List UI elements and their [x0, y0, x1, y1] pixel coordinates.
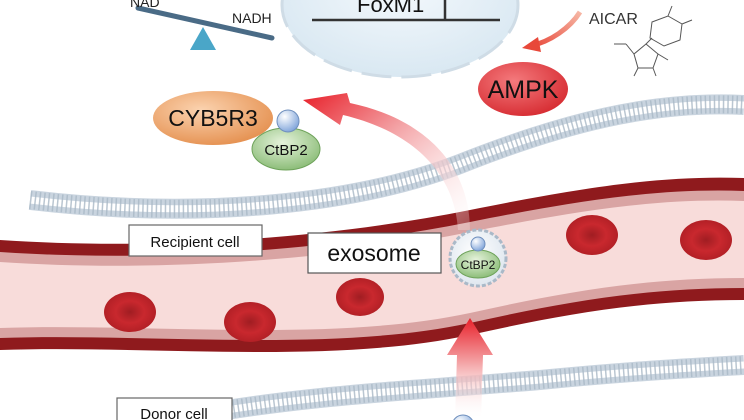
cyb5r3-label: CYB5R3 — [168, 105, 257, 131]
rbc — [336, 278, 384, 316]
cyb5r3-node — [153, 91, 273, 145]
fulcrum-icon — [190, 27, 216, 50]
aicar-label: AICAR — [589, 11, 638, 28]
ctbp2-node — [251, 109, 321, 171]
nucleus — [280, 0, 520, 79]
nadh-label: NADH — [232, 10, 272, 26]
ampk-node — [478, 62, 568, 116]
rbc — [680, 220, 732, 260]
aicar-structure-icon — [614, 5, 693, 77]
signal-arrow-bottom — [447, 318, 493, 420]
ctbp2-label: CtBP2 — [264, 142, 307, 159]
exosome — [448, 228, 508, 288]
rbc — [104, 292, 156, 332]
exosome-cargo-label: CtBP2 — [461, 258, 496, 272]
nad-seesaw — [135, 5, 275, 50]
donor-membrane — [178, 355, 744, 420]
recipient-label-box — [128, 224, 263, 257]
recipient-cell-label: Recipient cell — [150, 234, 239, 251]
nad-label: NAD — [130, 0, 160, 10]
ampk-label: AMPK — [488, 76, 559, 104]
rbc — [566, 215, 618, 255]
donor-label-box — [116, 397, 233, 420]
foxm1-label: FoxM1 — [357, 0, 424, 17]
rbc — [224, 302, 276, 342]
exosome-label: exosome — [327, 240, 420, 266]
red-blood-cells — [104, 215, 732, 342]
exosome-label-box — [307, 232, 442, 274]
donor-cell-label: Donor cell — [140, 406, 208, 420]
donor-sphere — [453, 414, 473, 420]
aicar-arrow — [522, 10, 583, 52]
signal-arrow-top — [303, 93, 470, 230]
